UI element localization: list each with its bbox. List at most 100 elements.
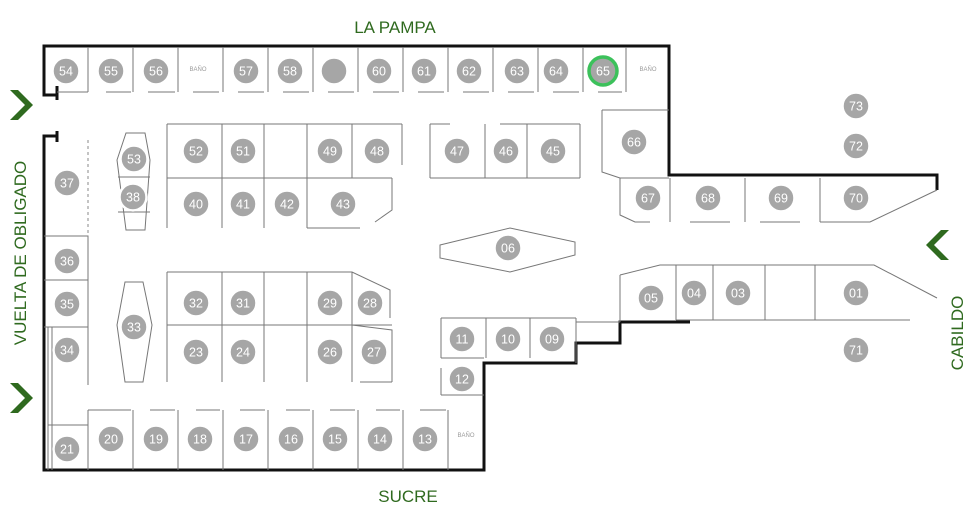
store-marker[interactable]: 33	[119, 312, 149, 342]
store-marker-circle[interactable]	[228, 189, 258, 219]
store-marker[interactable]: 46	[491, 136, 521, 166]
store-marker-circle[interactable]	[541, 56, 571, 86]
store-marker[interactable]: 01	[841, 278, 871, 308]
store-marker[interactable]: 48	[362, 136, 392, 166]
store-marker-circle[interactable]	[181, 136, 211, 166]
store-marker-circle[interactable]	[118, 182, 148, 212]
store-marker-circle[interactable]	[119, 312, 149, 342]
store-marker-circle[interactable]	[276, 424, 306, 454]
store-marker-circle[interactable]	[51, 56, 81, 86]
store-marker-circle[interactable]	[231, 424, 261, 454]
store-marker-circle[interactable]	[96, 424, 126, 454]
store-marker[interactable]: 69	[766, 183, 796, 213]
store-marker[interactable]: 34	[52, 335, 82, 365]
store-marker-circle[interactable]	[619, 127, 649, 157]
store-marker[interactable]: 53	[119, 144, 149, 174]
store-marker-circle[interactable]	[364, 56, 394, 86]
store-marker-circle[interactable]	[141, 56, 171, 86]
store-marker-circle[interactable]	[228, 136, 258, 166]
store-marker[interactable]: 04	[679, 278, 709, 308]
store-marker-circle[interactable]	[538, 136, 568, 166]
store-marker[interactable]: 72	[841, 131, 871, 161]
store-marker-circle[interactable]	[447, 364, 477, 394]
store-marker[interactable]: 12	[447, 364, 477, 394]
store-marker-circle[interactable]	[723, 278, 753, 308]
store-marker[interactable]: 67	[633, 183, 663, 213]
store-marker-circle[interactable]	[410, 424, 440, 454]
store-marker[interactable]: 47	[442, 136, 472, 166]
store-marker[interactable]: 66	[619, 127, 649, 157]
store-marker[interactable]: 70	[841, 183, 871, 213]
store-marker[interactable]: 71	[841, 335, 871, 365]
store-marker[interactable]: 60	[364, 56, 394, 86]
store-marker-circle[interactable]	[493, 324, 523, 354]
store-marker[interactable]: 15	[320, 424, 350, 454]
store-marker-circle[interactable]	[491, 136, 521, 166]
store-marker[interactable]: 37	[52, 168, 82, 198]
store-marker-circle[interactable]	[328, 189, 358, 219]
store-marker[interactable]: 17	[231, 424, 261, 454]
store-marker[interactable]: 49	[315, 136, 345, 166]
store-marker[interactable]: 64	[541, 56, 571, 86]
store-marker[interactable]: 65	[587, 55, 619, 87]
store-marker-circle[interactable]	[362, 136, 392, 166]
store-marker-circle[interactable]	[493, 233, 523, 263]
store-marker-circle[interactable]	[365, 424, 395, 454]
store-marker-circle[interactable]	[315, 288, 345, 318]
store-marker[interactable]: 62	[454, 56, 484, 86]
store-marker[interactable]: 13	[410, 424, 440, 454]
store-marker-circle[interactable]	[841, 335, 871, 365]
store-marker[interactable]: 06	[493, 233, 523, 263]
store-marker-circle[interactable]	[141, 424, 171, 454]
store-marker[interactable]: 23	[181, 337, 211, 367]
store-marker[interactable]: 57	[231, 56, 261, 86]
store-marker[interactable]: 52	[181, 136, 211, 166]
store-marker-circle[interactable]	[320, 424, 350, 454]
store-marker[interactable]: 10	[493, 324, 523, 354]
store-marker[interactable]: 55	[96, 56, 126, 86]
store-marker[interactable]: 36	[52, 246, 82, 276]
store-marker-circle[interactable]	[355, 288, 385, 318]
store-marker-circle[interactable]	[272, 189, 302, 219]
store-marker[interactable]: 09	[537, 324, 567, 354]
store-marker[interactable]: 58	[275, 56, 305, 86]
store-marker-circle[interactable]	[841, 131, 871, 161]
store-marker[interactable]: 05	[636, 283, 666, 313]
store-marker[interactable]: 51	[228, 136, 258, 166]
store-marker[interactable]: 41	[228, 189, 258, 219]
store-marker[interactable]: 03	[723, 278, 753, 308]
store-marker-circle[interactable]	[181, 337, 211, 367]
store-marker-circle[interactable]	[679, 278, 709, 308]
store-marker[interactable]: 16	[276, 424, 306, 454]
store-marker[interactable]: 73	[841, 91, 871, 121]
store-marker-circle[interactable]	[52, 289, 82, 319]
store-marker-circle[interactable]	[52, 168, 82, 198]
store-marker[interactable]: 20	[96, 424, 126, 454]
store-marker-circle[interactable]	[315, 136, 345, 166]
store-marker-highlighted[interactable]	[587, 55, 619, 87]
store-marker-circle[interactable]	[636, 283, 666, 313]
store-marker[interactable]: 32	[181, 288, 211, 318]
store-marker-circle[interactable]	[537, 324, 567, 354]
store-marker-circle[interactable]	[841, 183, 871, 213]
store-marker[interactable]: 18	[185, 424, 215, 454]
store-marker[interactable]: 28	[355, 288, 385, 318]
store-marker-circle[interactable]	[231, 56, 261, 86]
store-marker[interactable]: 42	[272, 189, 302, 219]
store-marker[interactable]: 27	[359, 337, 389, 367]
store-marker-circle[interactable]	[119, 144, 149, 174]
store-marker-circle[interactable]	[359, 337, 389, 367]
store-marker-circle[interactable]	[52, 246, 82, 276]
store-marker-circle[interactable]	[96, 56, 126, 86]
store-marker[interactable]: 68	[693, 183, 723, 213]
store-marker-circle[interactable]	[841, 91, 871, 121]
store-marker-circle[interactable]	[693, 183, 723, 213]
store-marker-circle[interactable]	[841, 278, 871, 308]
store-marker-circle[interactable]	[275, 56, 305, 86]
store-marker[interactable]: 11	[447, 324, 477, 354]
store-marker-circle[interactable]	[315, 337, 345, 367]
store-marker-circle[interactable]	[181, 189, 211, 219]
store-marker[interactable]: 54	[51, 56, 81, 86]
store-marker-circle[interactable]	[228, 288, 258, 318]
store-marker-circle[interactable]	[442, 136, 472, 166]
